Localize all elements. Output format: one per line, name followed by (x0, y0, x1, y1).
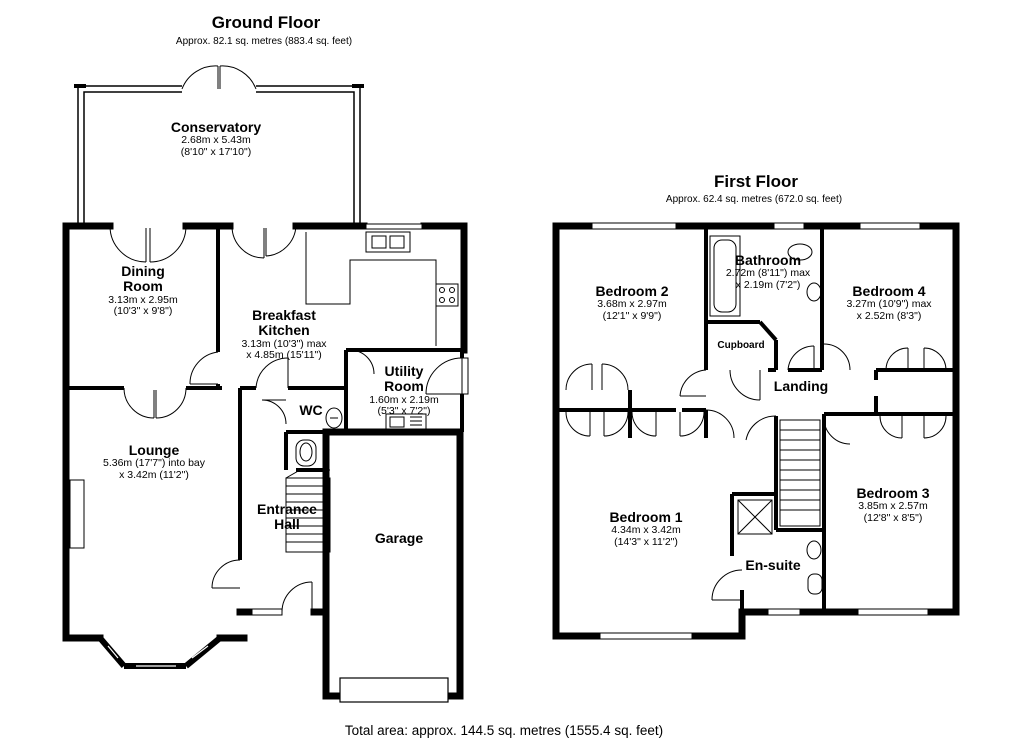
bedroom3-label: Bedroom 3 3.85m x 2.57m (12'8" x 8'5") (856, 485, 930, 524)
bathtub (709, 235, 741, 317)
ground-floor-plan (62, 65, 469, 703)
ground-doors (109, 225, 469, 613)
room-name: Bedroom 1 (609, 509, 683, 525)
bedroom2-label: Bedroom 2 3.68m x 2.97m (12'1" x 9'9") (595, 283, 669, 322)
cupboard-label: Cupboard (717, 340, 765, 351)
room-dimensions: 5.36m (17'7") into bay (102, 457, 206, 470)
wc-fittings (295, 407, 343, 467)
conservatory-label: Conservatory 2.68m x 5.43m (8'10" x 17'1… (170, 119, 262, 158)
entrance-hall-label: Entrance Hall (257, 501, 317, 533)
utility-room-label: Utility Room 1.60m x 2.19m (5'3" x 7'2") (369, 363, 439, 418)
lounge-fireplace (69, 479, 85, 549)
room-dimensions-imperial: (10'3" x 9'8") (113, 305, 173, 318)
utility-sink (385, 413, 427, 431)
breakfast-kitchen-label: Breakfast Kitchen 3.13m (10'3") max x 4.… (241, 307, 327, 362)
bedroom4-label: Bedroom 4 3.27m (10'9") max x 2.52m (8'3… (846, 283, 932, 322)
room-dimensions-imperial: x 2.52m (8'3") (856, 309, 922, 322)
conservatory-doors (181, 65, 257, 90)
room-name-line2: Room (384, 378, 424, 395)
room-dimensions: 3.13m x 2.95m (108, 293, 178, 306)
room-name: Dining (121, 263, 165, 279)
room-name: Lounge (128, 442, 180, 458)
bathroom-label: Bathroom 2.72m (8'11") max x 2.19m (7'2"… (725, 252, 811, 291)
room-name: Breakfast (252, 307, 316, 323)
room-name: Conservatory (170, 119, 262, 135)
first-interior-walls (558, 228, 954, 612)
wc-label: WC (299, 402, 323, 418)
ensuite-label: En-suite (745, 557, 801, 573)
room-dimensions-imperial: x 3.42m (11'2") (119, 468, 189, 481)
room-dimensions: 3.13m (10'3") max (241, 337, 327, 350)
room-name: Entrance (257, 501, 317, 517)
bathroom-fittings (787, 243, 822, 302)
room-dimensions-imperial: x 4.85m (15'11") (246, 349, 322, 362)
kitchen-units (305, 231, 459, 346)
total-area: Total area: approx. 144.5 sq. metres (15… (344, 723, 664, 738)
room-dimensions: 3.68m x 2.97m (597, 298, 667, 311)
lounge-label: Lounge 5.36m (17'7") into bay x 3.42m (1… (102, 442, 206, 481)
room-name: Bedroom 2 (595, 283, 669, 299)
room-dimensions: 3.85m x 2.57m (858, 500, 928, 513)
first-floor-plan (552, 222, 960, 640)
first-floor-area: Approx. 62.4 sq. metres (672.0 sq. feet) (665, 194, 843, 205)
ground-staircase (285, 469, 331, 553)
ground-floor-area: Approx. 82.1 sq. metres (883.4 sq. feet) (175, 36, 353, 47)
room-dimensions: 2.72m (8'11") max (725, 267, 811, 280)
room-name-line2: Hall (274, 516, 300, 533)
ground-floor-title: Ground Floor (211, 13, 321, 32)
room-name-line2: Kitchen (258, 322, 310, 339)
room-dimensions-imperial: (5'3" x 7'2") (377, 405, 431, 418)
room-dimensions: 1.60m x 2.19m (369, 393, 439, 406)
room-dimensions: 3.27m (10'9") max (846, 298, 932, 311)
first-floor-windows (591, 222, 929, 640)
room-name: Bedroom 3 (856, 485, 930, 501)
garage-label: Garage (374, 530, 424, 546)
room-name-line2: Room (123, 278, 163, 295)
room-dimensions-imperial: (12'8" x 8'5") (863, 511, 923, 524)
ground-windows (251, 223, 423, 616)
room-name: Bedroom 4 (852, 283, 926, 299)
room-dimensions-imperial: x 2.19m (7'2") (735, 278, 801, 291)
conservatory-frame (74, 84, 364, 226)
room-dimensions: 4.34m x 3.42m (611, 524, 681, 537)
first-floor-doors (565, 343, 947, 601)
room-dimensions-imperial: (8'10" x 17'10") (180, 145, 252, 158)
landing-label: Landing (773, 378, 829, 394)
room-name: Utility (384, 363, 424, 379)
room-dimensions-imperial: (14'3" x 11'2") (614, 535, 678, 548)
first-staircase (779, 419, 821, 527)
bedroom1-label: Bedroom 1 4.34m x 3.42m (14'3" x 11'2") (609, 509, 683, 548)
lounge-bay-window (97, 635, 222, 669)
garage-door (339, 677, 449, 703)
ensuite-fittings (737, 499, 823, 595)
ground-exterior-walls (62, 222, 468, 700)
dining-room-label: Dining Room 3.13m x 2.95m (10'3" x 9'8") (108, 263, 178, 318)
room-dimensions: 2.68m x 5.43m (181, 134, 251, 147)
room-name: Bathroom (734, 252, 802, 268)
room-dimensions-imperial: (12'1" x 9'9") (602, 309, 662, 322)
first-floor-title: First Floor (713, 172, 799, 191)
